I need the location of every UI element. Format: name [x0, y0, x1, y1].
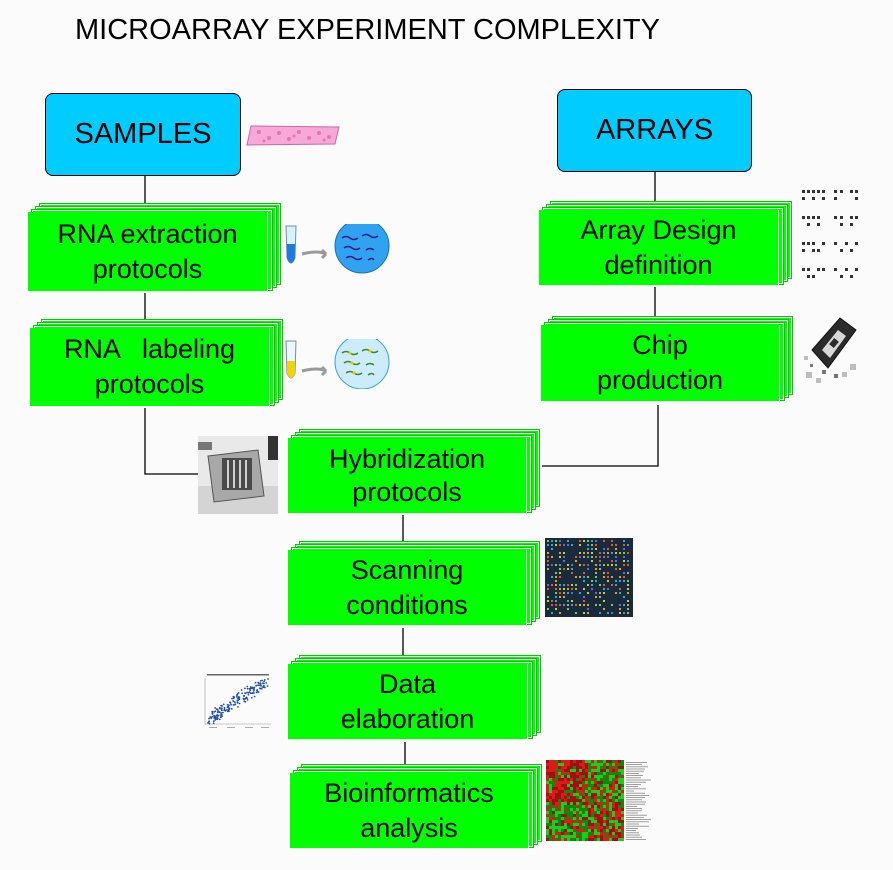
data-elaboration-line2: elaboration — [340, 703, 475, 734]
clustering-heatmap-image — [546, 760, 654, 842]
rna-extraction-image — [285, 224, 390, 274]
chip-production-line1: Chip — [632, 330, 688, 360]
array-design-step: Array Design definition — [539, 201, 792, 286]
chip-production-step: Chip production — [541, 316, 793, 402]
rna-labeling-line2: protocols — [94, 369, 205, 399]
rna-labeling-image — [285, 339, 390, 389]
rna-labeling-line1: RNA labeling — [63, 334, 236, 364]
tissue-sample-image — [246, 125, 340, 146]
samples-box: SAMPLES — [45, 93, 241, 176]
rna-extraction-line1: RNA extraction — [57, 218, 238, 249]
hybridization-chamber-image — [198, 436, 278, 514]
data-elaboration-step: Data elaboration — [288, 655, 541, 740]
bioinformatics-line1: Bioinformatics — [324, 777, 494, 808]
array-design-line2: definition — [604, 249, 713, 280]
arrays-label: ARRAYS — [595, 114, 714, 146]
arrays-box: ARRAYS — [557, 89, 752, 172]
scan-image — [545, 538, 633, 617]
rna-extraction-step: RNA extraction protocols — [28, 203, 281, 292]
scanning-step: Scanning conditions — [288, 541, 540, 626]
scanning-line2: conditions — [346, 589, 468, 620]
rna-labeling-step: RNA labeling protocols — [30, 319, 283, 407]
data-elaboration-line1: Data — [378, 668, 437, 699]
scatter-plot-image — [195, 664, 275, 734]
bioinformatics-step: Bioinformatics analysis — [290, 764, 542, 849]
scanning-line1: Scanning — [350, 554, 464, 585]
samples-label: SAMPLES — [74, 118, 212, 150]
chip-image — [804, 317, 857, 383]
array-design-image — [802, 190, 858, 278]
chip-production-line2: production — [596, 365, 724, 395]
diagram-title: MICROARRAY EXPERIMENT COMPLEXITY — [75, 14, 660, 46]
bioinformatics-line2: analysis — [360, 812, 458, 843]
array-design-line1: Array Design — [580, 214, 737, 245]
hybridization-line2: protocols — [352, 476, 462, 507]
hybridization-line1: Hybridization — [328, 443, 486, 474]
rna-extraction-line2: protocols — [92, 253, 203, 284]
hybridization-step: Hybridization protocols — [288, 429, 540, 514]
